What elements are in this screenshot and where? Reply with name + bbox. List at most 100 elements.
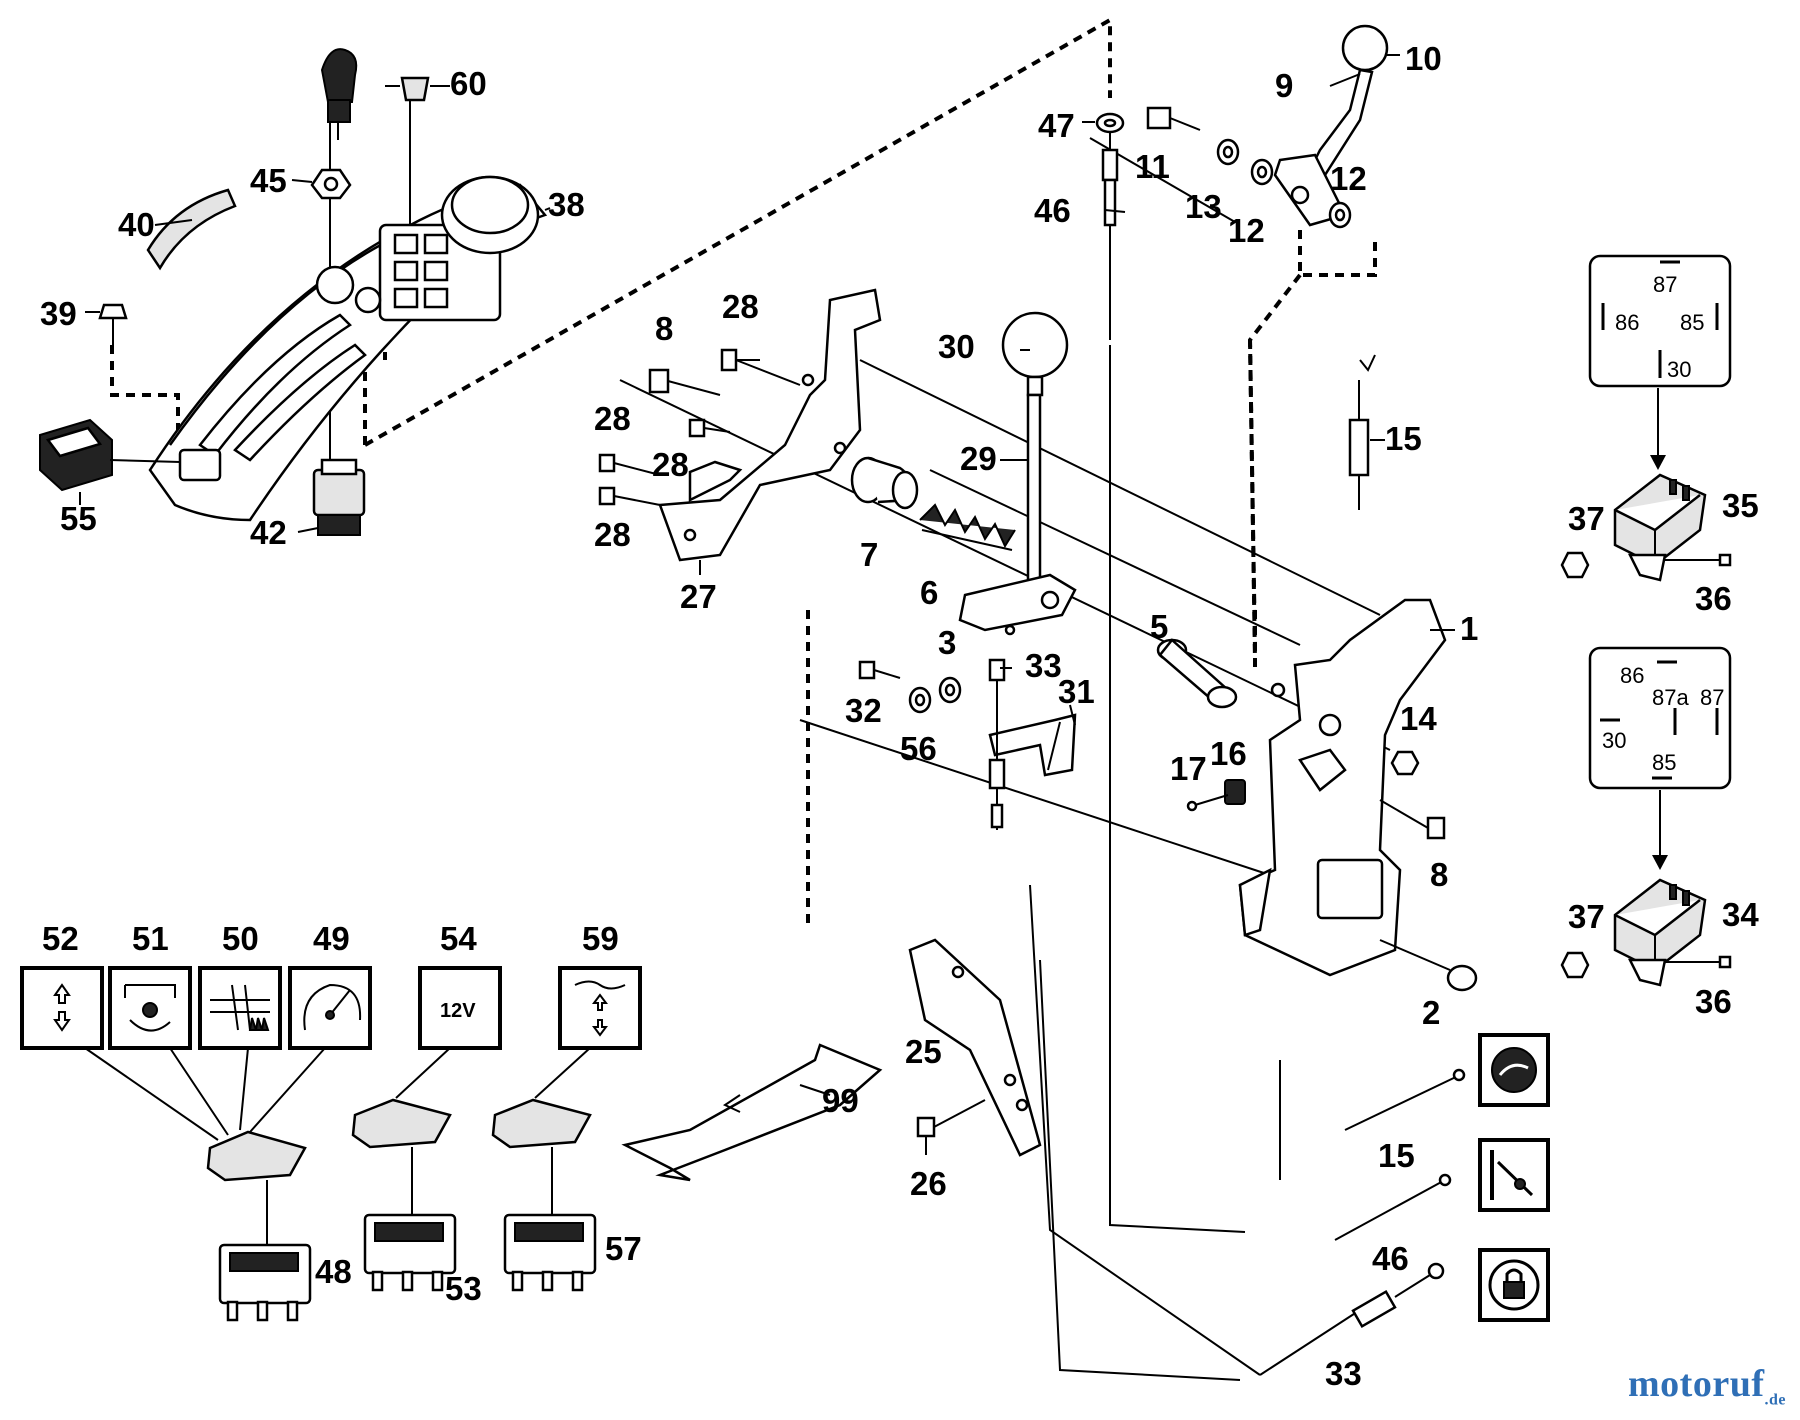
callout-27: 27 xyxy=(680,578,717,615)
symbol-52 xyxy=(20,966,104,1050)
callout-2: 2 xyxy=(1422,994,1440,1031)
callout-36b: 36 xyxy=(1695,983,1732,1020)
watermark: motoruf.de xyxy=(1628,1362,1786,1410)
dash-panel-38 xyxy=(148,175,548,522)
watermark-brand: motoruf xyxy=(1628,1363,1765,1406)
bolt-8-upper xyxy=(648,368,721,396)
relay-bottom-86: 86 xyxy=(1620,663,1644,688)
symbol-12v-label: 12V xyxy=(440,1000,476,1022)
callout-99: 99 xyxy=(822,1082,859,1119)
callout-29: 29 xyxy=(960,440,997,477)
callout-28c: 28 xyxy=(652,446,689,483)
hand-lever-9 xyxy=(1273,24,1389,227)
callout-50: 50 xyxy=(222,920,259,957)
callout-51: 51 xyxy=(132,920,169,957)
callout-45: 45 xyxy=(250,162,287,199)
symbol-59 xyxy=(558,966,642,1050)
nut-45 xyxy=(291,168,352,200)
plate-assembly xyxy=(958,573,1077,636)
callout-47: 47 xyxy=(1038,107,1075,144)
cable-end-46 xyxy=(1101,148,1119,340)
callout-39: 39 xyxy=(40,295,77,332)
callout-52: 52 xyxy=(42,920,79,957)
callout-28a: 28 xyxy=(722,288,759,325)
callout-46b: 46 xyxy=(1372,1240,1409,1277)
nut-14 xyxy=(1390,750,1420,776)
callout-numbers: 1 2 3 5 6 7 8 8 9 10 11 12 12 13 14 15 1… xyxy=(40,40,1759,1392)
relay-34 xyxy=(1560,878,1732,987)
callout-31: 31 xyxy=(1058,673,1095,710)
callout-12b: 12 xyxy=(1330,160,1367,197)
callout-28b: 28 xyxy=(594,400,631,437)
callout-12a: 12 xyxy=(1228,212,1265,249)
washers-12-13 xyxy=(1216,138,1352,229)
callout-40: 40 xyxy=(118,206,155,243)
choke-lever-icon xyxy=(1478,1138,1550,1212)
callout-38: 38 xyxy=(548,186,585,223)
relay-bottom-pinout xyxy=(1588,646,1732,870)
symbol-50 xyxy=(198,966,282,1050)
relay-bottom-30: 30 xyxy=(1602,728,1626,753)
bolt-26 xyxy=(916,1099,986,1155)
callout-30: 30 xyxy=(938,328,975,365)
tool-99 xyxy=(621,1043,883,1182)
bracket-1 xyxy=(1238,598,1447,977)
assembly-dashed-lines xyxy=(110,16,1377,930)
callout-17: 17 xyxy=(1170,750,1207,787)
callout-13: 13 xyxy=(1185,188,1222,225)
callout-11: 11 xyxy=(1135,148,1170,185)
callout-15a: 15 xyxy=(1385,420,1422,457)
grip-40 xyxy=(146,188,237,271)
cable-33-lower xyxy=(1259,1262,1445,1376)
knob-60 xyxy=(400,76,450,102)
relay-bottom-85: 85 xyxy=(1652,750,1676,775)
callout-5: 5 xyxy=(1150,608,1168,645)
washer-3 xyxy=(938,676,962,704)
relay-top-86: 86 xyxy=(1615,310,1639,335)
relay-bottom-87a: 87a xyxy=(1652,685,1689,710)
symbol-51 xyxy=(108,966,192,1050)
callout-10: 10 xyxy=(1405,40,1442,77)
symbol-49 xyxy=(288,966,372,1050)
bolts-28 xyxy=(598,348,801,506)
callout-28d: 28 xyxy=(594,516,631,553)
bushing-7 xyxy=(850,456,919,510)
callout-48: 48 xyxy=(315,1253,352,1290)
callout-8a: 8 xyxy=(655,310,673,347)
callout-49: 49 xyxy=(313,920,350,957)
callout-32: 32 xyxy=(845,692,882,729)
callout-53: 53 xyxy=(445,1270,482,1307)
switch-55 xyxy=(39,418,181,505)
bolt-2 xyxy=(1379,939,1478,992)
lever-31 xyxy=(988,704,1077,777)
rocker-switch-48 xyxy=(206,1130,312,1322)
callout-7: 7 xyxy=(860,536,878,573)
rabbit-turtle-throttle-icon xyxy=(1478,1033,1550,1107)
callout-42: 42 xyxy=(250,514,287,551)
callout-3: 3 xyxy=(938,624,956,661)
screw-39 xyxy=(85,303,128,345)
bolt-11 xyxy=(1146,106,1201,131)
tube-5 xyxy=(1156,638,1238,709)
cable-15-lower xyxy=(1344,1068,1466,1131)
callout-8b: 8 xyxy=(1430,856,1448,893)
rocker-switch-57 xyxy=(491,1098,597,1292)
callout-14: 14 xyxy=(1400,700,1437,737)
cable-46-lower xyxy=(1334,1173,1452,1241)
callout-26: 26 xyxy=(910,1165,947,1202)
callout-59: 59 xyxy=(582,920,619,957)
callout-57: 57 xyxy=(605,1230,642,1267)
washer-56 xyxy=(908,686,932,714)
clip-16-screw-17 xyxy=(1186,779,1246,812)
washer-47 xyxy=(1095,112,1125,134)
brake-lock-icon xyxy=(1478,1248,1550,1322)
bracket-25 xyxy=(908,938,1042,1157)
cable-end-33 xyxy=(988,658,1006,830)
callout-33b: 33 xyxy=(1325,1355,1362,1392)
callout-leaders xyxy=(385,54,1455,771)
relay-35 xyxy=(1560,473,1732,582)
callout-46a: 46 xyxy=(1034,192,1071,229)
relay-top-pinout xyxy=(1588,254,1732,470)
callout-1: 1 xyxy=(1460,610,1478,647)
